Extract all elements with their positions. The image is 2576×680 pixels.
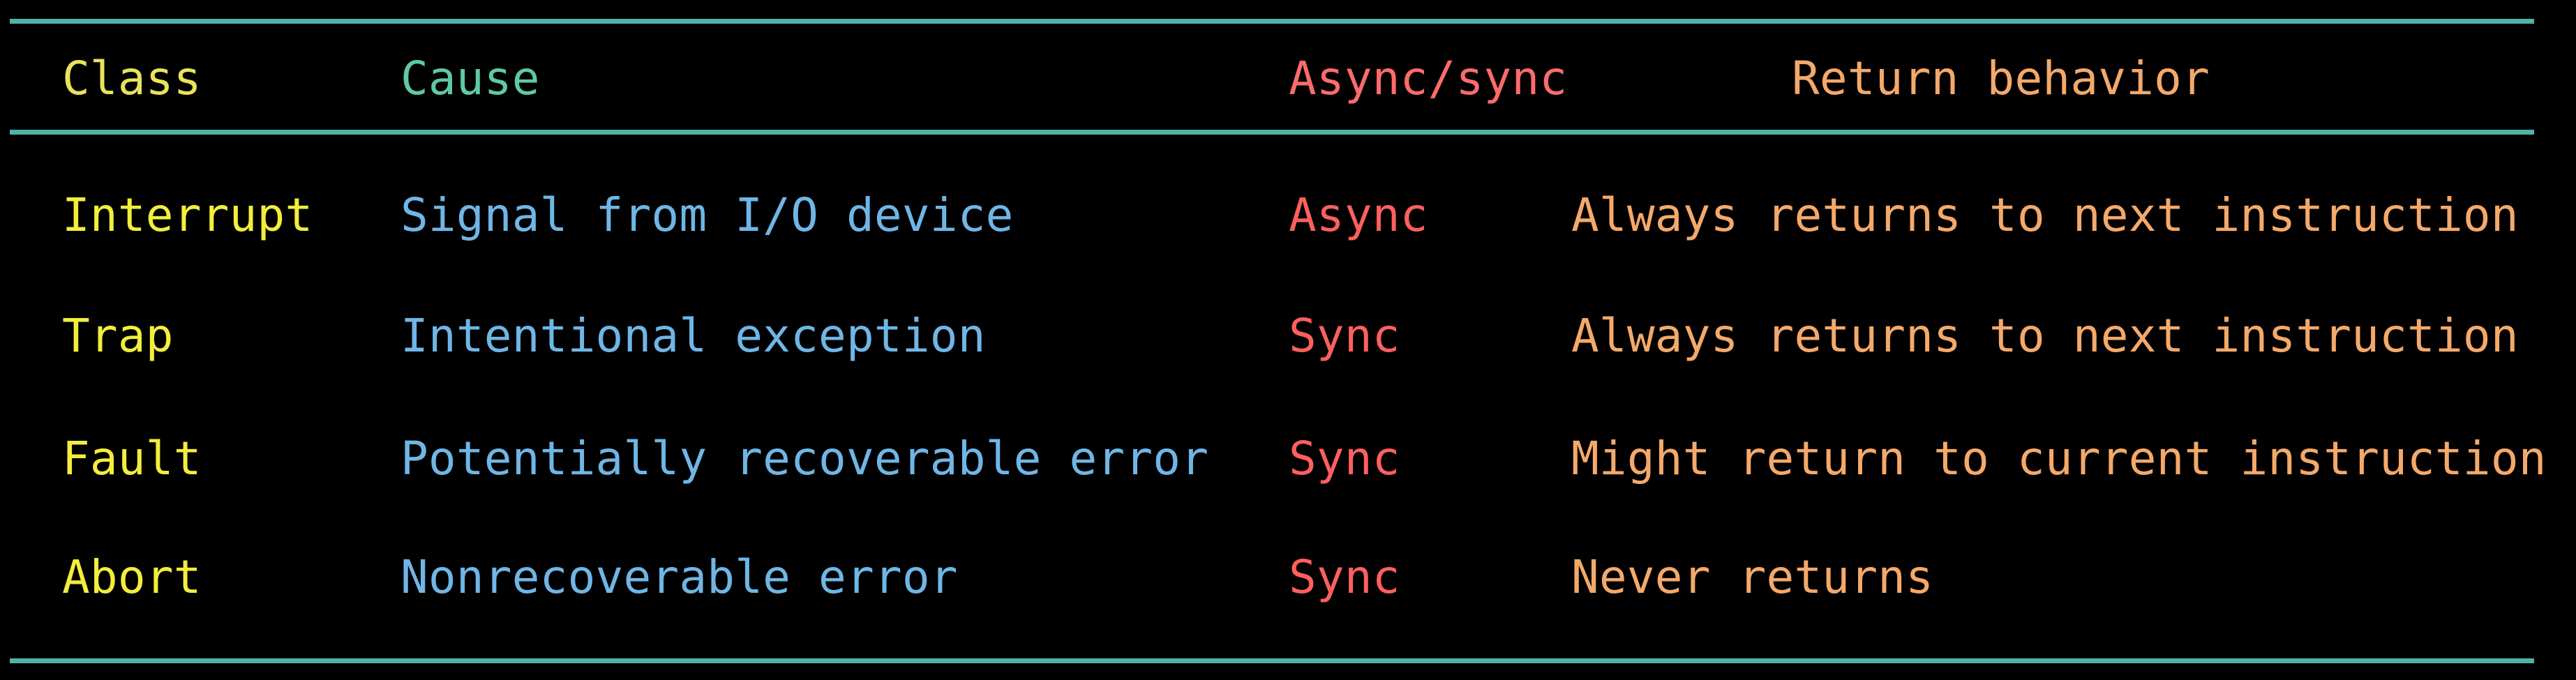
- row-cause: Potentially recoverable error: [400, 432, 1209, 485]
- table-bottom-rule: [10, 658, 2534, 663]
- header-async-sync: Async/sync: [1289, 52, 1568, 105]
- row-cause: Nonrecoverable error: [400, 550, 958, 604]
- row-return-behavior: Never returns: [1571, 550, 1934, 604]
- row-return-behavior: Always returns to next instruction: [1571, 309, 2519, 363]
- row-async-sync: Sync: [1289, 550, 1400, 604]
- row-class: Trap: [62, 309, 174, 363]
- table-header-rule: [10, 130, 2534, 135]
- row-cause: Signal from I/O device: [400, 188, 1014, 242]
- header-cause: Cause: [400, 52, 540, 105]
- row-class: Fault: [62, 432, 202, 485]
- row-async-sync: Sync: [1289, 309, 1400, 363]
- row-class: Interrupt: [62, 188, 313, 242]
- table-top-rule: [10, 19, 2534, 24]
- row-class: Abort: [62, 550, 202, 604]
- header-return-behavior: Return behavior: [1792, 52, 2210, 105]
- row-async-sync: Sync: [1289, 432, 1400, 485]
- row-async-sync: Async: [1289, 188, 1428, 242]
- row-cause: Intentional exception: [400, 309, 986, 363]
- row-return-behavior: Might return to current instruction: [1571, 432, 2547, 485]
- row-return-behavior: Always returns to next instruction: [1571, 188, 2519, 242]
- header-class: Class: [62, 52, 202, 105]
